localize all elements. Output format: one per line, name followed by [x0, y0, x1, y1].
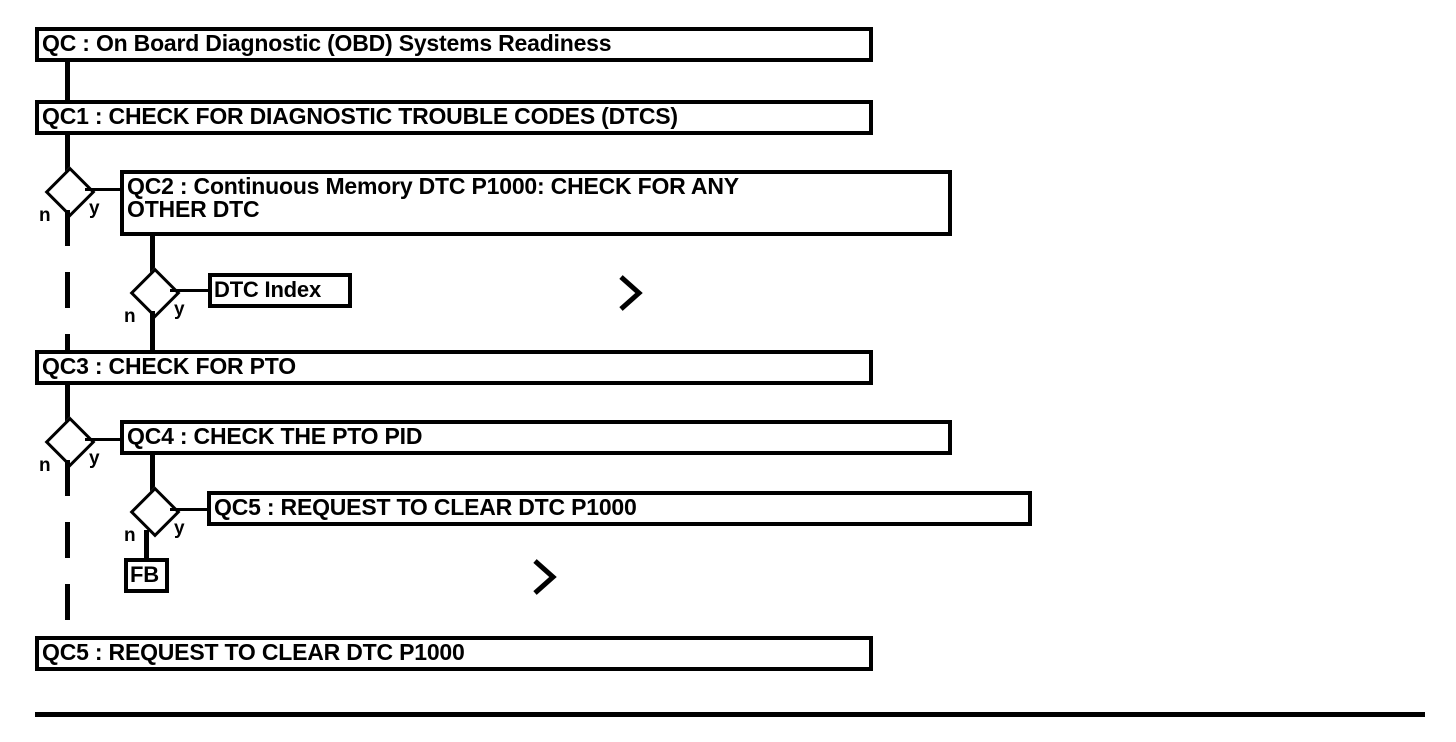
decision-diamond-1[interactable] [44, 166, 96, 218]
bottom-divider [35, 712, 1425, 717]
chevron-right-icon-1 [617, 274, 643, 311]
decision-2-no-label: n [124, 306, 136, 327]
node-qc2[interactable]: QC2 : Continuous Memory DTC P1000: CHECK… [120, 170, 952, 236]
decision-1-no-label: n [39, 205, 51, 226]
node-qc5-bottom-label: QC5 : REQUEST TO CLEAR DTC P1000 [42, 639, 465, 665]
node-qc3-label: QC3 : CHECK FOR PTO [42, 353, 296, 379]
decision-3-no-label: n [39, 455, 51, 476]
node-qc4[interactable]: QC4 : CHECK THE PTO PID [120, 420, 952, 455]
node-qc1[interactable]: QC1 : CHECK FOR DIAGNOSTIC TROUBLE CODES… [35, 100, 873, 135]
decision-diamond-3[interactable] [44, 416, 96, 468]
decision-1-yes-label: y [89, 198, 100, 219]
node-qc2-label: QC2 : Continuous Memory DTC P1000: CHECK… [127, 173, 739, 223]
node-qc5-indented[interactable]: QC5 : REQUEST TO CLEAR DTC P1000 [207, 491, 1032, 526]
connector-qc4-to-decision4 [150, 455, 155, 493]
node-qc5-indented-label: QC5 : REQUEST TO CLEAR DTC P1000 [214, 494, 637, 520]
decision-3-yes-label: y [89, 448, 100, 469]
decision-diamond-2[interactable] [129, 267, 181, 319]
connector-qc2-to-decision2 [150, 236, 155, 274]
node-qc-label: QC : On Board Diagnostic (OBD) Systems R… [42, 30, 612, 56]
decision-2-yes-label: y [174, 299, 185, 320]
node-qc[interactable]: QC : On Board Diagnostic (OBD) Systems R… [35, 27, 873, 62]
branch-1-no-dashed-line [65, 210, 70, 350]
connector-qc-to-qc1 [65, 62, 70, 101]
node-qc3[interactable]: QC3 : CHECK FOR PTO [35, 350, 873, 385]
node-fb-label: FB [130, 562, 159, 588]
node-qc5-bottom[interactable]: QC5 : REQUEST TO CLEAR DTC P1000 [35, 636, 873, 671]
node-qc4-label: QC4 : CHECK THE PTO PID [127, 423, 423, 449]
branch-4-yes-line [170, 508, 210, 511]
branch-3-yes-line [85, 438, 122, 441]
node-dtc-index[interactable]: DTC Index [208, 273, 352, 308]
branch-2-no-line [150, 311, 155, 350]
node-qc1-label: QC1 : CHECK FOR DIAGNOSTIC TROUBLE CODES… [42, 103, 678, 129]
chevron-right-icon-2 [531, 558, 557, 595]
connector-qc1-to-decision1 [65, 135, 70, 173]
node-fb[interactable]: FB [124, 558, 169, 593]
branch-4-no-line [144, 530, 149, 560]
decision-diamond-4[interactable] [129, 486, 181, 538]
branch-3-no-dashed-line [65, 460, 70, 636]
decision-4-no-label: n [124, 525, 136, 546]
decision-4-yes-label: y [174, 518, 185, 539]
branch-1-yes-line [85, 188, 122, 191]
node-dtc-index-label: DTC Index [214, 277, 321, 303]
branch-2-yes-line [170, 289, 210, 292]
connector-qc3-to-decision3 [65, 385, 70, 423]
